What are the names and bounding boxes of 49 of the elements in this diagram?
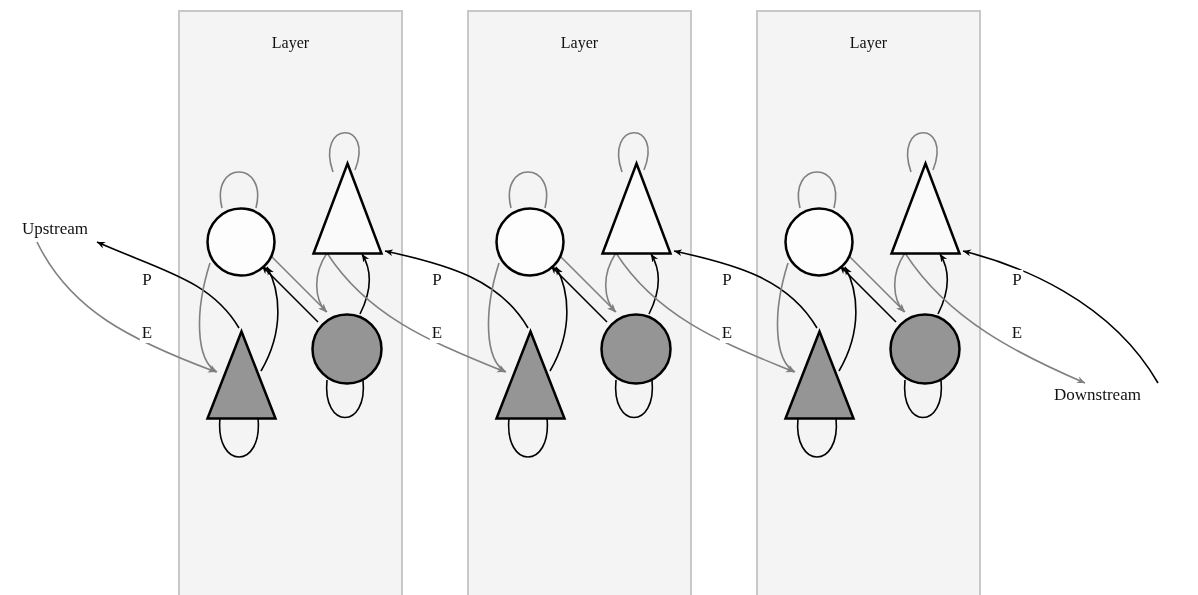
arrow <box>549 266 568 372</box>
arrow <box>776 262 796 373</box>
layer-panel <box>467 10 692 595</box>
self-loop <box>797 171 837 209</box>
layer-title: Layer <box>848 34 889 52</box>
layer-panel <box>756 10 981 595</box>
arrow <box>673 249 818 329</box>
circle-node <box>784 207 854 277</box>
arrow <box>260 266 279 372</box>
self-loop <box>903 379 943 419</box>
arrow <box>838 266 857 372</box>
arrow <box>559 255 617 313</box>
arrow <box>839 265 897 323</box>
arrow <box>359 253 371 315</box>
triangle-node <box>601 162 672 255</box>
circle-node <box>600 313 672 385</box>
arrow <box>198 262 218 373</box>
endpoint-label: Downstream <box>1030 384 1165 406</box>
self-loop <box>906 131 938 173</box>
triangle-node <box>495 330 566 420</box>
arrow <box>937 253 949 315</box>
self-loop <box>325 379 365 419</box>
self-loop <box>328 131 360 173</box>
circle-node <box>495 207 565 277</box>
triangle-node <box>890 162 961 255</box>
triangle-node <box>312 162 383 255</box>
arrow <box>261 265 319 323</box>
arrow <box>550 265 608 323</box>
layer-title: Layer <box>270 34 311 52</box>
circle-node <box>889 313 961 385</box>
self-loop <box>614 379 654 419</box>
endpoint-label: Upstream <box>8 218 102 240</box>
circle-node <box>206 207 276 277</box>
layer-panel <box>178 10 403 595</box>
arrow <box>648 253 660 315</box>
layer-title: Layer <box>559 34 600 52</box>
arrow <box>848 255 906 313</box>
arrow <box>36 241 217 373</box>
arrow <box>96 241 240 329</box>
self-loop <box>219 171 259 209</box>
arrow <box>962 249 1159 384</box>
triangle-node <box>206 330 277 420</box>
self-loop <box>617 131 649 173</box>
self-loop <box>508 171 548 209</box>
circle-node <box>311 313 383 385</box>
triangle-node <box>784 330 855 420</box>
arrow <box>384 249 529 329</box>
arrow <box>270 255 328 313</box>
arrow <box>487 262 507 373</box>
